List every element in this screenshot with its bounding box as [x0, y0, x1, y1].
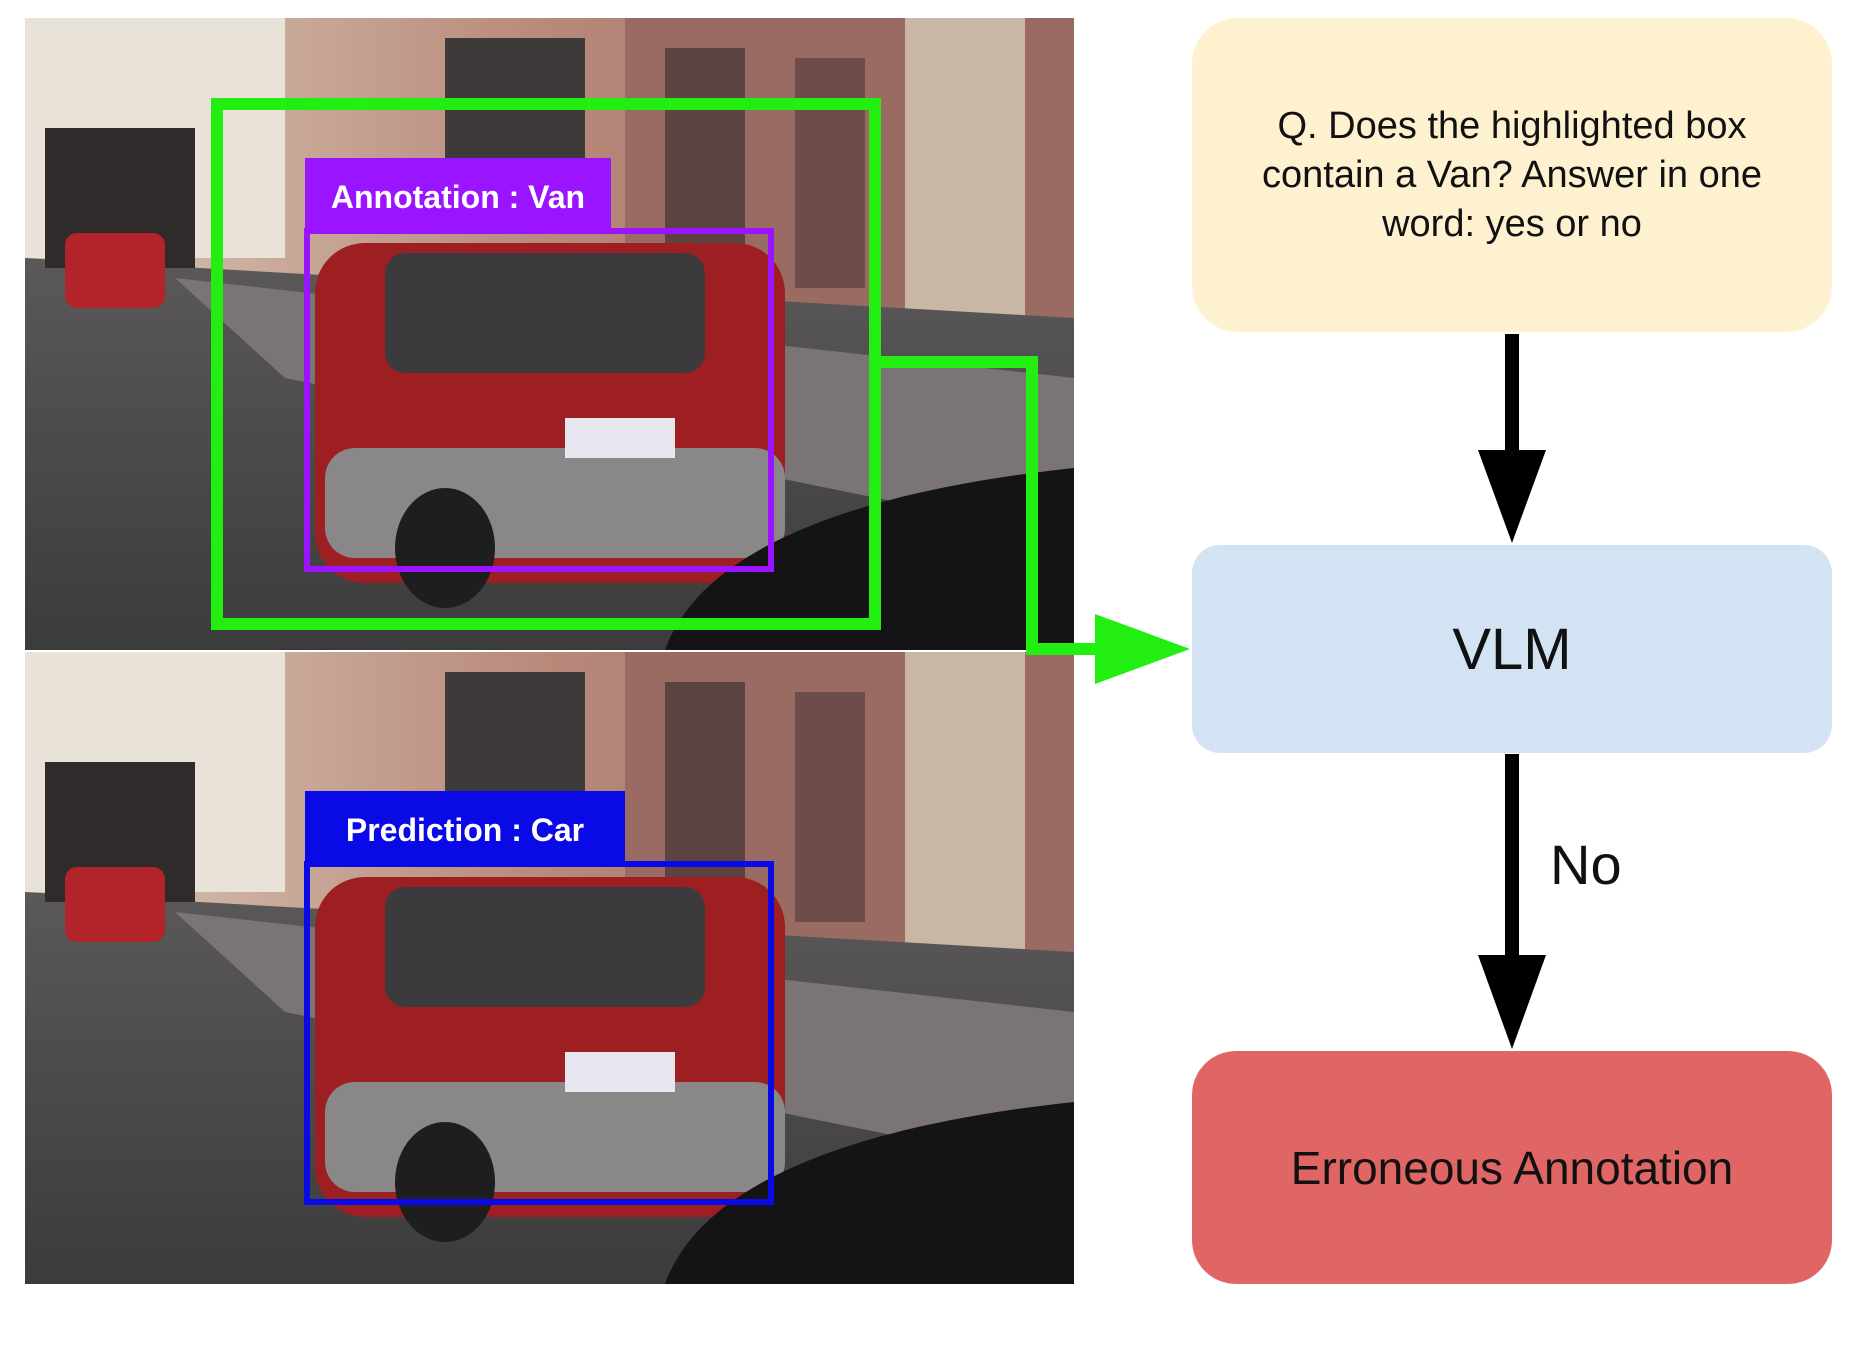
erroneous-annotation-box: Erroneous Annotation: [1192, 1051, 1832, 1284]
result-label: Erroneous Annotation: [1290, 1141, 1734, 1194]
question-text: Q. Does the highlighted box contain a Va…: [1262, 104, 1762, 245]
no-edge-label: No: [1550, 833, 1622, 896]
vlm-label: VLM: [1452, 616, 1572, 682]
question-to-vlm-arrow-head: [1478, 450, 1546, 543]
vlm-model-box: VLM: [1192, 545, 1832, 753]
street-scene: [25, 18, 1074, 650]
question-prompt-box: Q. Does the highlighted box contain a Va…: [1192, 18, 1832, 332]
street-photo-annotation: [25, 18, 1074, 650]
street-scene: [25, 652, 1074, 1284]
vlm-to-result-arrow-head: [1478, 955, 1546, 1049]
street-photo-prediction: [25, 652, 1074, 1284]
highlight-arrow-head: [1095, 614, 1190, 684]
